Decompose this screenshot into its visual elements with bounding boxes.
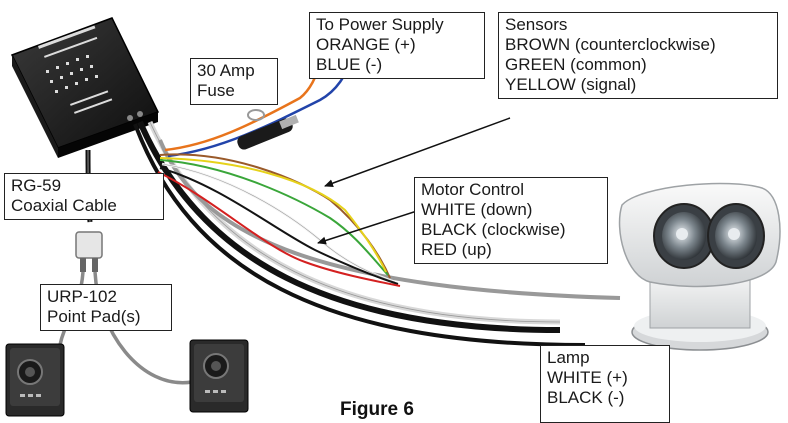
- coax-label: RG-59 Coaxial Cable: [4, 173, 164, 220]
- fuse-line-2: Fuse: [197, 81, 235, 100]
- sensors-label: Sensors BROWN (counterclockwise) GREEN (…: [498, 12, 778, 99]
- power-supply-title: To Power Supply: [316, 15, 444, 34]
- power-blue: BLUE (-): [316, 55, 383, 74]
- lamp-label: Lamp WHITE (+) BLACK (-): [540, 345, 670, 423]
- coax-connector-icon: [75, 231, 103, 272]
- lamp-title: Lamp: [547, 348, 590, 367]
- point-pad-icon: [5, 343, 65, 417]
- fuse-label: 30 Amp Fuse: [190, 58, 278, 105]
- signal-wires: [157, 153, 401, 287]
- point-pad-icon: [189, 339, 249, 413]
- searchlight-icon: [618, 182, 781, 351]
- pad-line-2: Point Pad(s): [47, 307, 141, 326]
- callout-arrows: [317, 117, 511, 245]
- fuse-line-1: 30 Amp: [197, 61, 255, 80]
- power-orange: ORANGE (+): [316, 35, 416, 54]
- sensor-green: GREEN (common): [505, 55, 647, 74]
- coax-line-1: RG-59: [11, 176, 62, 195]
- motor-red: RED (up): [421, 240, 492, 259]
- coax-line-2: Coaxial Cable: [11, 196, 117, 215]
- figure-caption: Figure 6: [340, 399, 414, 420]
- sensor-brown: BROWN (counterclockwise): [505, 35, 716, 54]
- control-box-icon: [10, 17, 160, 158]
- sensor-yellow: YELLOW (signal): [505, 75, 637, 94]
- fuse-holder-icon: [237, 109, 299, 150]
- motor-control-title: Motor Control: [421, 180, 524, 199]
- lamp-white: WHITE (+): [547, 368, 628, 387]
- pad-line-1: URP-102: [47, 287, 117, 306]
- motor-control-label: Motor Control WHITE (down) BLACK (clockw…: [414, 177, 608, 264]
- lamp-harness: [133, 120, 621, 347]
- point-pad-label: URP-102 Point Pad(s): [40, 284, 172, 331]
- lamp-black: BLACK (-): [547, 388, 625, 407]
- sensors-title: Sensors: [505, 15, 568, 34]
- motor-white: WHITE (down): [421, 200, 533, 219]
- motor-black: BLACK (clockwise): [421, 220, 566, 239]
- power-supply-label: To Power Supply ORANGE (+) BLUE (-): [309, 12, 485, 79]
